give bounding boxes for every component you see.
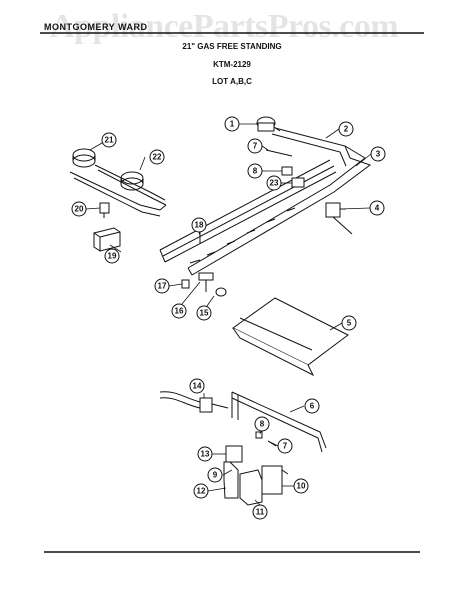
callout-2	[338, 121, 354, 137]
callout-17	[154, 278, 170, 294]
callout-label: 2	[344, 125, 349, 134]
brand-header: MONTGOMERY WARD	[44, 22, 148, 32]
callout-label: 19	[108, 252, 117, 261]
callout-label: 1	[230, 120, 235, 129]
callout-7-bottom	[277, 438, 293, 454]
callout-3	[370, 146, 386, 162]
callout-8-bottom	[254, 416, 270, 432]
model-number: KTM-2129	[213, 60, 251, 69]
callout-5	[341, 315, 357, 331]
callout-label: 17	[158, 282, 167, 291]
callout-label: 11	[256, 508, 265, 517]
callout-13	[197, 446, 213, 462]
burner-shield	[232, 297, 349, 377]
callout-4	[369, 200, 385, 216]
callout-20	[71, 201, 87, 217]
leader-lines	[85, 123, 372, 506]
callout-label: 10	[297, 482, 306, 491]
callout-12	[193, 483, 209, 499]
callout-label: 12	[197, 487, 206, 496]
callout-markers	[71, 116, 386, 520]
callout-19	[104, 248, 120, 264]
gas-valve-assembly	[93, 202, 121, 252]
callout-15	[196, 305, 212, 321]
callout-label: 7	[253, 142, 258, 151]
igniter	[325, 202, 353, 235]
orifice-parts	[181, 232, 227, 297]
callout-9	[207, 467, 223, 483]
pilot-bracket	[159, 391, 327, 453]
callout-label: 15	[200, 309, 209, 318]
callout-6	[304, 398, 320, 414]
callout-10	[293, 478, 309, 494]
callout-label: 6	[310, 402, 315, 411]
callout-label: 13	[201, 450, 210, 459]
callout-23	[266, 175, 282, 191]
callout-16	[171, 303, 187, 319]
callout-label: 21	[105, 136, 114, 145]
regulator	[256, 116, 281, 132]
callout-8-top	[247, 163, 263, 179]
callout-label: 20	[75, 205, 84, 214]
callout-22	[149, 149, 165, 165]
callout-label: 23	[270, 179, 279, 188]
thermostat-assembly	[223, 431, 289, 506]
callout-18	[191, 217, 207, 233]
callout-label: 8	[253, 167, 258, 176]
diagram-title: 21" GAS FREE STANDING	[182, 42, 282, 51]
watermark: AppliancePartsPros.com	[50, 8, 399, 45]
callout-label: 4	[375, 204, 380, 213]
callout-label: 9	[213, 471, 218, 480]
callout-1	[224, 116, 240, 132]
callout-label: 22	[153, 153, 162, 162]
burner-assembly	[69, 148, 167, 217]
callout-11	[252, 504, 268, 520]
lot-label: LOT A,B,C	[212, 77, 252, 86]
callout-label: 18	[195, 221, 204, 230]
callout-label: 7	[283, 442, 288, 451]
callout-label: 16	[175, 307, 184, 316]
callout-14	[189, 378, 205, 394]
callout-label: 14	[193, 382, 202, 391]
callout-label: 5	[347, 319, 352, 328]
callout-label: 8	[260, 420, 265, 429]
callout-7-top	[247, 138, 263, 154]
callout-label: 3	[376, 150, 381, 159]
burner-manifold	[159, 127, 372, 276]
callout-21	[101, 132, 117, 148]
